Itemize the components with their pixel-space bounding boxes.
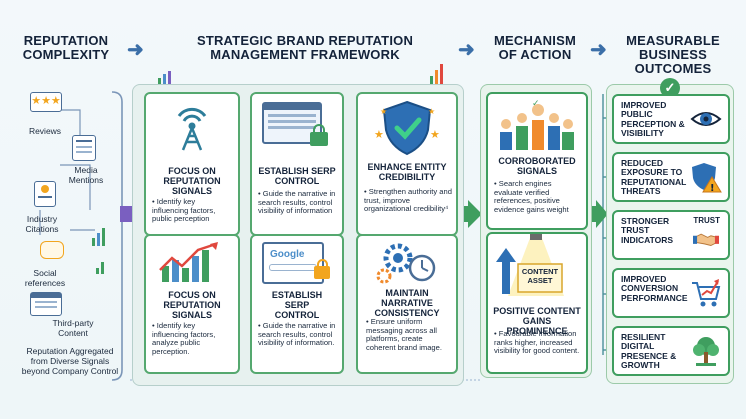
card-corroborated-signals-bullet: • Search engines evaluate verified refer…	[494, 179, 569, 214]
header-framework: STRATEGIC BRAND REPUTATION MANAGEMENT FR…	[170, 34, 440, 62]
card-narrative-consistency-bullet: • Ensure uniform messaging across all pl…	[366, 317, 442, 352]
header-framework-line2: MANAGEMENT FRAMEWORK	[210, 47, 400, 62]
shield-check-icon: ★ ★ ★ ★	[374, 100, 440, 156]
card-serp-top-bullet: • Guide the narrative in search results,…	[258, 189, 336, 216]
card-entity-credibility-bullet-text: Strengthen authority and trust, improve …	[364, 187, 452, 214]
header-complexity-line2: COMPLEXITY	[22, 47, 110, 62]
card-positive-content-bullet-text: Favourable information ranks higher, inc…	[494, 329, 580, 356]
card-entity-credibility-bullet: • Strengthen authority and trust, improv…	[364, 187, 452, 214]
card-focus-signals-bottom-title: FOCUS ON REPUTATION SIGNALS	[163, 290, 221, 320]
card-positive-content-bullet: • Favourable information ranks higher, i…	[494, 329, 580, 356]
header-arrow-3: ➜	[590, 39, 607, 61]
svg-text:✓: ✓	[532, 99, 540, 109]
header-outcomes-line1: MEASURABLE	[626, 33, 720, 48]
card-serp-bottom: Google ESTABLISH SERP CONTROL • Guide th…	[250, 234, 344, 374]
tree-icon	[693, 337, 719, 366]
header-complexity: REPUTATION COMPLEXITY	[12, 34, 120, 62]
card-serp-top: ESTABLISH SERP CONTROL • Guide the narra…	[250, 92, 344, 236]
content-asset-label: CONTENT ASSET	[521, 267, 559, 285]
outcome-conversion-title: IMPROVED CONVERSION PERFORMANCE	[621, 274, 688, 303]
card-positive-content-title: POSITIVE CONTENT GAINS PROMINENCE	[493, 306, 581, 336]
eye-icon	[690, 112, 722, 126]
trust-tag: TRUST	[693, 216, 720, 225]
card-corroborated-signals: ✓ CORROBORATED SIGNALS • Search engines …	[486, 92, 588, 230]
header-mechanism-line2: OF ACTION	[498, 47, 572, 62]
card-serp-top-title: ESTABLISH SERP CONTROL	[258, 166, 336, 186]
header-outcomes: MEASURABLE BUSINESS OUTCOMES	[616, 34, 730, 76]
card-positive-content: CONTENT ASSET POSITIVE CONTENT GAINS PRO…	[486, 232, 588, 374]
outcome-perception-title: IMPROVED PUBLIC PERCEPTION & VISIBILITY	[621, 100, 685, 139]
outcome-resilience-title: RESILIENT DIGITAL PRESENCE & GROWTH	[621, 332, 677, 371]
card-corroborated-signals-title: CORROBORATED SIGNALS	[498, 156, 576, 176]
svg-text:★: ★	[380, 107, 387, 116]
source-citations: Industry Citations	[25, 214, 59, 234]
outcome-threats: REDUCED EXPOSURE TO REPUTATIONAL THREATS…	[612, 152, 730, 202]
header-arrow-1: ➜	[127, 39, 144, 61]
card-serp-bottom-bullet: • Guide the narrative in search results,…	[258, 321, 336, 348]
thumbs-up-crowd-icon: ✓	[500, 99, 574, 150]
header-mechanism-line1: MECHANISM	[494, 33, 576, 48]
growth-chart-icon	[159, 242, 218, 282]
card-focus-signals-top: FOCUS ON REPUTATION SIGNALS • Identify k…	[144, 92, 240, 236]
outcomes-check-icon: ✓	[660, 78, 680, 98]
outcome-resilience: RESILIENT DIGITAL PRESENCE & GROWTH	[612, 326, 730, 376]
card-narrative-consistency-title: MAINTAIN NARRATIVE CONSISTENCY	[374, 288, 440, 318]
card-entity-credibility-title: ENHANCE ENTITY CREDIBILITY	[367, 162, 447, 182]
card-entity-credibility: ★ ★ ★ ★ ENHANCE ENTITY CREDIBILITY • Str…	[356, 92, 458, 236]
source-thirdparty: Third-party Content	[52, 318, 94, 338]
card-focus-signals-bottom-bullet: • Identify key influencing factors, anal…	[152, 321, 216, 356]
card-focus-signals-top-title: FOCUS ON REPUTATION SIGNALS	[163, 166, 221, 196]
outcome-perception: IMPROVED PUBLIC PERCEPTION & VISIBILITY	[612, 94, 730, 144]
card-focus-signals-bottom-bullet-text: Identify key influencing factors, analyz…	[152, 321, 216, 356]
card-narrative-consistency-bullet-text: Ensure uniform messaging across all plat…	[366, 317, 442, 352]
outcome-trust-title: STRONGER TRUST INDICATORS	[621, 216, 674, 245]
outcome-conversion: IMPROVED CONVERSION PERFORMANCE	[612, 268, 730, 318]
source-reviews: Reviews	[28, 126, 62, 136]
social-icon	[40, 241, 64, 259]
header-complexity-line1: REPUTATION	[23, 33, 109, 48]
card-serp-bottom-bullet-text: Guide the narrative in search results, c…	[258, 321, 336, 348]
card-narrative-consistency: MAINTAIN NARRATIVE CONSISTENCY • Ensure …	[356, 234, 458, 374]
svg-text:!: !	[710, 183, 715, 193]
spotlight-content-asset-icon	[496, 234, 564, 296]
handshake-icon	[693, 233, 719, 247]
card-serp-bottom-title: ESTABLISH SERP CONTROL	[271, 290, 323, 320]
source-caption: Reputation Aggregated from Diverse Signa…	[21, 346, 119, 376]
header-outcomes-line2: BUSINESS	[638, 47, 708, 62]
svg-text:★: ★	[428, 107, 435, 116]
card-corroborated-signals-bullet-text: Search engines evaluate verified referen…	[494, 179, 569, 214]
header-framework-line1: STRATEGIC BRAND REPUTATION	[196, 33, 414, 48]
shield-warning-icon: !	[692, 163, 722, 193]
media-icon	[72, 135, 96, 161]
header-mechanism: MECHANISM OF ACTION	[486, 34, 584, 62]
header-arrow-2: ➜	[458, 39, 475, 61]
card-focus-signals-bottom: FOCUS ON REPUTATION SIGNALS • Identify k…	[144, 234, 240, 374]
svg-text:★: ★	[374, 128, 384, 141]
outcome-threats-title: REDUCED EXPOSURE TO REPUTATIONAL THREATS	[621, 158, 687, 197]
header-outcomes-line3: OUTCOMES	[634, 61, 712, 76]
svg-text:★: ★	[430, 128, 440, 141]
padlock-icon	[310, 124, 328, 146]
padlock-icon-2	[314, 259, 330, 279]
outcome-trust: STRONGER TRUST INDICATORS TRUST	[612, 210, 730, 260]
card-focus-signals-top-bullet: • Identify key influencing factors, publ…	[152, 197, 216, 224]
card-focus-signals-top-bullet-text: Identify key influencing factors, public…	[152, 197, 216, 224]
card-serp-top-bullet-text: Guide the narrative in search results, c…	[258, 189, 336, 216]
cart-chart-icon	[692, 279, 721, 307]
signal-tower-icon	[177, 107, 207, 151]
citations-icon	[34, 181, 56, 207]
source-media: Media Mentions	[68, 165, 104, 185]
google-wordmark: Google	[270, 249, 305, 260]
source-social: Social references	[24, 268, 66, 288]
gears-clock-icon	[376, 243, 436, 284]
reviews-icon: ★★★	[30, 92, 62, 112]
thirdparty-icon	[30, 292, 62, 316]
